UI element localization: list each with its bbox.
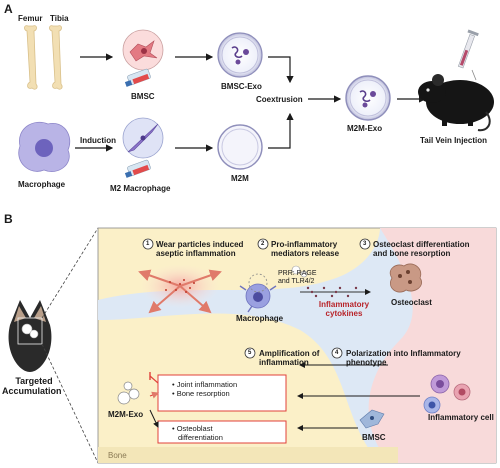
tibia-label: Tibia: [50, 14, 69, 23]
step4-text: Polarization into Inflammatory phenotype: [346, 349, 461, 367]
step3-number: 3: [363, 241, 367, 247]
step4-line2: phenotype: [346, 358, 387, 367]
syringe-icon: [457, 29, 479, 81]
bmsc-cell-icon: [122, 29, 164, 71]
step-circles: [142, 238, 371, 359]
bmsc-exo-icon: [217, 32, 263, 78]
macrophage-icon: [18, 121, 71, 172]
bone-zone: [368, 228, 496, 463]
panel-a-letter: A: [4, 2, 13, 16]
coextrusion-label: Coextrusion: [256, 95, 303, 104]
box1-line2: • Bone resorption: [172, 389, 230, 398]
cytokine-dots-icon: [300, 286, 371, 298]
box1-text: • Joint inflammation • Bone resorption: [172, 380, 237, 398]
arrow-exo-to-box1: [149, 391, 160, 399]
step1-text: Wear particles induced aseptic inflammat…: [156, 240, 243, 258]
step3-text: Osteoclast differentiation and bone reso…: [373, 240, 469, 258]
box1-line1: • Joint inflammation: [172, 380, 238, 389]
prr-line2: and TLR4/2: [278, 278, 315, 285]
step1-number: 1: [146, 241, 150, 247]
m2m-exo-icon: [345, 75, 391, 121]
culture-flask-icon-2: [124, 159, 151, 178]
prr-line1: PRR: RAGE: [278, 270, 317, 277]
macrophage-label: Macrophage: [18, 180, 66, 189]
bmsc-label: BMSC: [131, 92, 155, 101]
m2m-exo-b-label: M2M-Exo: [108, 410, 144, 419]
targeted-line2: Accumulation: [2, 386, 62, 396]
particles-icon: [291, 265, 308, 278]
step4-number: 4: [335, 350, 339, 356]
osteoclast-label: Osteoclast: [391, 298, 432, 307]
step5-line2: inflammation: [259, 358, 309, 367]
arrow-exo-to-coextrusion: [268, 56, 294, 84]
arrow-m2m-to-coextrusion: [268, 112, 294, 149]
mouse-icon: [418, 74, 494, 132]
tail-vein-label: Tail Vein Injection: [420, 136, 487, 145]
bmsc-exo-label: BMSC-Exo: [221, 82, 262, 91]
m2m-exo-b-icon: [117, 381, 140, 405]
inflammatory-cell-icon: [423, 374, 471, 414]
bmsc-b-icon: [359, 409, 385, 429]
culture-flask-icon: [124, 68, 151, 87]
bmsc-b-label: BMSC: [362, 433, 386, 442]
macrophage-b-label: Macrophage: [236, 314, 284, 323]
step3-line1: Osteoclast differentiation: [373, 240, 470, 249]
m2m-vesicle-icon: [217, 124, 263, 170]
induction-label: Induction: [80, 136, 116, 145]
arrow-exo-to-box2: [149, 409, 159, 428]
m2m-exo-label: M2M-Exo: [347, 124, 383, 133]
panel-b-letter: B: [4, 212, 13, 226]
m2-macrophage-label: M2 Macrophage: [110, 184, 171, 193]
step1-line1: Wear particles induced: [156, 240, 244, 249]
step5-line1: Amplification of: [259, 349, 320, 358]
zoom-line-bottom: [41, 343, 99, 464]
step2-line2: mediators release: [271, 249, 340, 258]
cytokines-line1: Inflammatory: [318, 300, 370, 309]
inflammation-burst-icon: [138, 264, 222, 314]
bone-bar: [98, 447, 398, 463]
osteoclast-icon: [389, 263, 422, 293]
m2-macrophage-icon: [122, 117, 164, 159]
step5-text: Amplification of inflammation: [259, 349, 319, 367]
tibia-icon: [49, 25, 63, 90]
step1-line2: aseptic inflammation: [156, 249, 236, 258]
inflammatory-cell-label: Inflammatory cell: [428, 413, 494, 422]
step5-number: 5: [248, 350, 252, 356]
step2-line1: Pro-inflammatory: [271, 240, 338, 249]
prr-label: PRR: RAGE and TLR4/2: [278, 270, 317, 286]
box2-text: • Osteoblast differentiation: [172, 424, 223, 442]
macrophage-b-icon: [239, 273, 277, 313]
targeted-line1: Targeted: [15, 376, 53, 386]
outcome-box-osteoblast: [157, 420, 287, 444]
femur-label: Femur: [18, 14, 43, 23]
targeted-accumulation-label: Targeted Accumulation: [2, 376, 62, 396]
bone-label: Bone: [108, 451, 127, 460]
box2-line2: differentiation: [178, 433, 223, 442]
femur-icon: [24, 25, 38, 90]
step2-text: Pro-inflammatory mediators release: [271, 240, 339, 258]
cytokines-label: Inflammatory cytokines: [317, 300, 371, 318]
outcome-box-inflammation: [157, 374, 287, 412]
cytokines-line2: cytokines: [325, 309, 363, 318]
box2-line1: • Osteoblast: [172, 424, 213, 433]
inhibit-line: [149, 375, 159, 384]
zoom-line-top: [41, 227, 99, 319]
m2m-label: M2M: [231, 174, 249, 183]
step2-number: 2: [261, 241, 265, 247]
step4-line1: Polarization into Inflammatory: [346, 349, 461, 358]
mouse-head-icon: [8, 300, 52, 372]
step3-line2: and bone resorption: [373, 249, 451, 258]
